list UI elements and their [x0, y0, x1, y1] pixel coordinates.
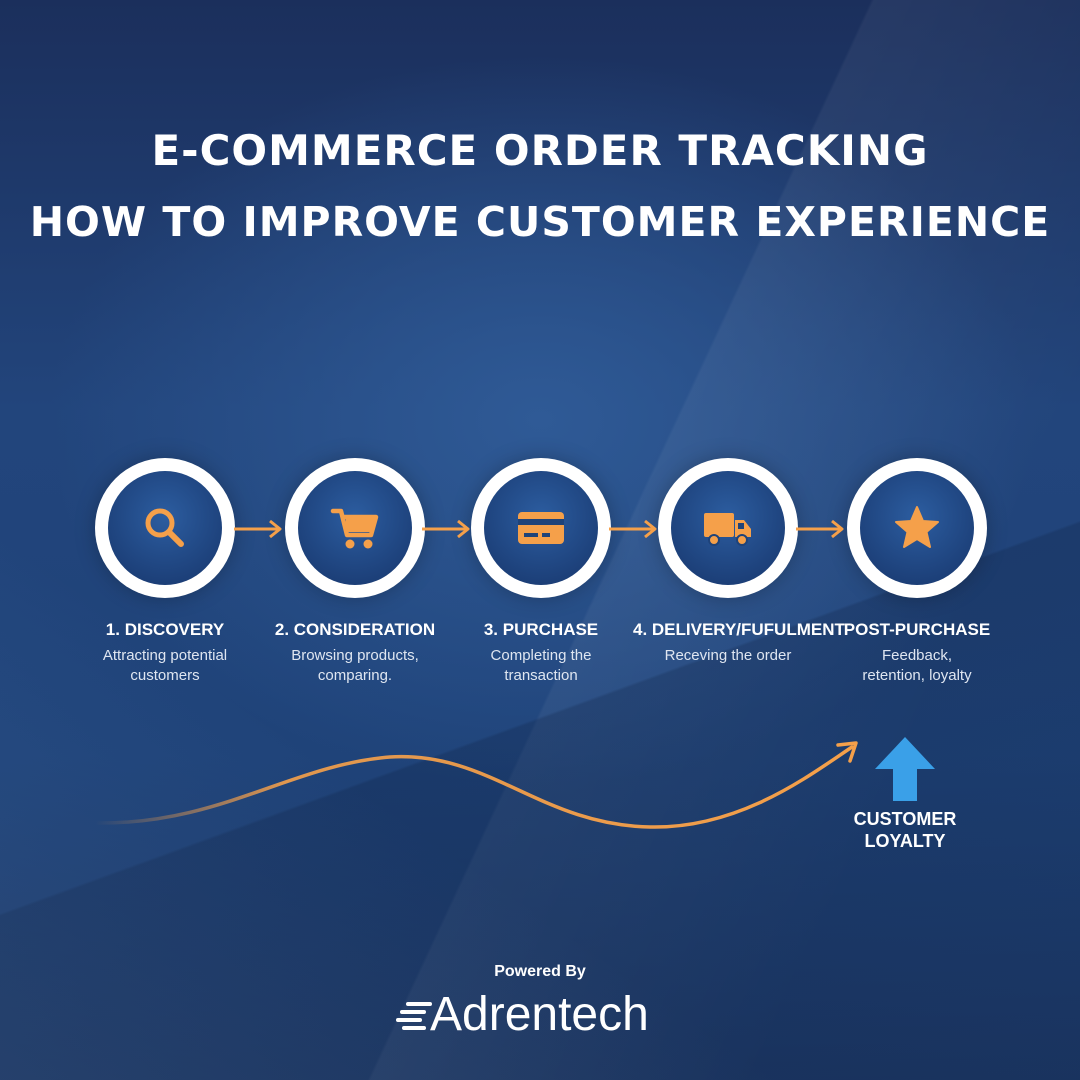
step-description-line: Feedback,	[881, 647, 953, 664]
up-arrow-icon	[875, 737, 935, 801]
arrow-right-icon	[234, 519, 282, 539]
step-circle	[285, 458, 425, 598]
step-circle	[95, 458, 235, 598]
step-description: Receving the order	[633, 646, 823, 666]
step-discovery: 1. DISCOVERY Attracting potential custom…	[70, 458, 260, 686]
step-title: POST-PURCHASE	[843, 620, 991, 639]
step-consideration: 2. CONSIDERATION Browsing products, comp…	[260, 458, 450, 686]
step-description-line: retention, loyalty	[862, 667, 972, 684]
step-description: Completing the transaction	[446, 646, 636, 686]
step-description-line: customers	[130, 667, 200, 684]
truck-icon	[704, 513, 751, 546]
step-purchase: 3. PURCHASE Completing the transaction	[446, 458, 636, 686]
step-title: 3. PURCHASE	[483, 620, 599, 639]
credit-card-icon	[518, 512, 564, 544]
loyalty-label-line: LOYALTY	[864, 831, 946, 851]
step-description: Browsing products, comparing.	[260, 646, 450, 686]
step-delivery: 4. DELIVERY/FUFULMENT Receving the order	[633, 458, 845, 666]
step-description-line: Attracting potential	[102, 647, 228, 664]
speed-lines-icon	[396, 1002, 432, 1030]
page-title: E-COMMERCE ORDER TRACKING	[151, 126, 929, 175]
journey-curve-arrow	[93, 741, 858, 829]
brand-logo: Adrentech	[396, 986, 696, 1046]
brand-name: Adrentech	[430, 988, 649, 1041]
page-subtitle: HOW TO IMPROVE CUSTOMER EXPERIENCE	[29, 198, 1051, 246]
step-title: 1. DISCOVERY	[105, 620, 225, 639]
step-title: 4. DELIVERY/FUFULMENT	[633, 620, 845, 639]
step-post-purchase: POST-PURCHASE Feedback, retention, loyal…	[822, 458, 1012, 686]
step-description-line: transaction	[504, 667, 578, 684]
step-description-line: comparing.	[317, 667, 393, 684]
shopping-cart-icon	[330, 508, 379, 549]
search-icon	[145, 508, 184, 547]
step-description-line: Browsing products,	[291, 647, 419, 664]
star-icon	[895, 506, 939, 548]
step-description-line: Completing the	[490, 647, 592, 664]
step-title: 2. CONSIDERATION	[274, 620, 436, 639]
customer-loyalty-label: CUSTOMER LOYALTY	[840, 808, 970, 852]
step-circle	[847, 458, 987, 598]
step-description: Feedback, retention, loyalty	[822, 646, 1012, 686]
powered-by-label: Powered By	[494, 963, 586, 980]
step-description: Attracting potential customers	[70, 646, 260, 686]
step-circle	[471, 458, 611, 598]
arrow-right-icon	[422, 519, 470, 539]
step-circle	[658, 458, 798, 598]
arrow-right-icon	[796, 519, 844, 539]
arrow-right-icon	[609, 519, 657, 539]
step-description-line: Receving the order	[664, 647, 792, 664]
loyalty-label-line: CUSTOMER	[853, 809, 957, 829]
